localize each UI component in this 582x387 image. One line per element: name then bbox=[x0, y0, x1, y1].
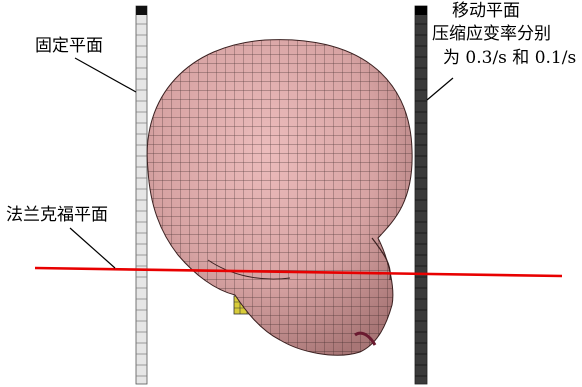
fixed-plane-label: 固定平面 bbox=[35, 37, 103, 56]
frankfort-plane-label: 法兰克福平面 bbox=[6, 206, 108, 225]
moving-plane-label: 移动平面 bbox=[452, 2, 520, 21]
fixed-plate bbox=[136, 6, 147, 384]
moving-plane-leader bbox=[427, 78, 453, 100]
fixed-plane-leader bbox=[75, 58, 136, 92]
frankfort-plane-leader bbox=[70, 228, 115, 268]
compression-rate-label: 压缩应变率分别 bbox=[432, 25, 551, 44]
moving-plate bbox=[415, 6, 427, 384]
skull-mesh bbox=[140, 30, 420, 360]
compression-rate-values: 为 0.3/s 和 0.1/s bbox=[443, 49, 576, 68]
